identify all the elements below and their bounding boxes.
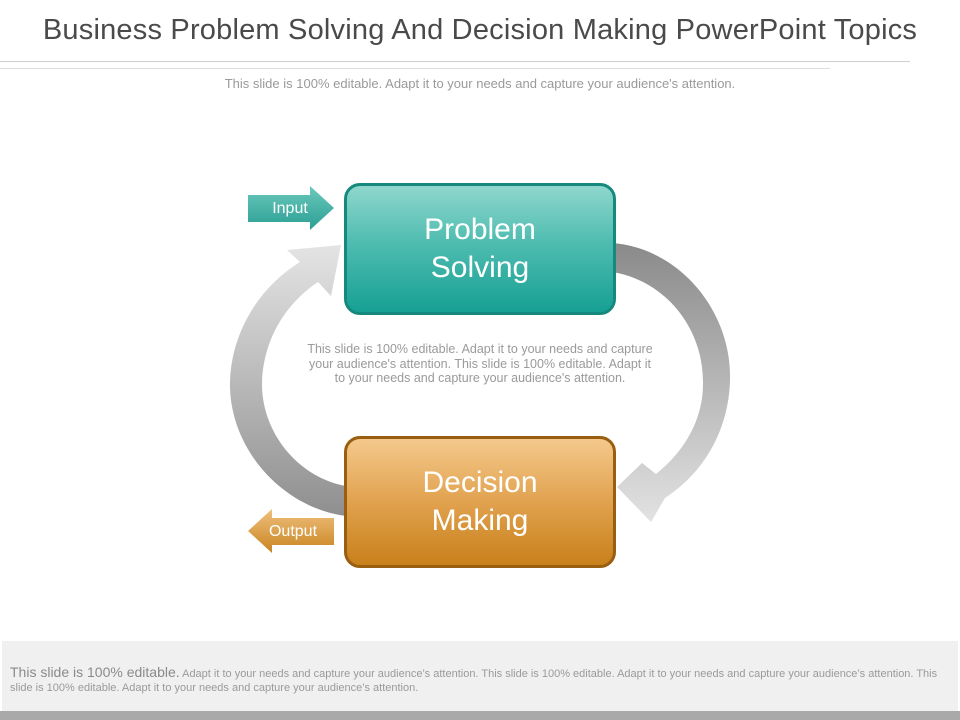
input-arrow: [248, 186, 334, 230]
footer-text: This slide is 100% editable. Adapt it to…: [10, 665, 940, 695]
footer-body: Adapt it to your needs and capture your …: [10, 668, 938, 694]
title-divider: [0, 61, 910, 62]
title-divider-secondary: [0, 68, 830, 69]
footer-panel: This slide is 100% editable. Adapt it to…: [2, 641, 958, 711]
slide-title: Business Problem Solving And Decision Ma…: [42, 14, 918, 46]
center-description: This slide is 100% editable. Adapt it to…: [307, 342, 653, 385]
bottom-bar: [0, 711, 960, 720]
cycle-arrow-right: [612, 243, 731, 522]
slide-subtitle: This slide is 100% editable. Adapt it to…: [224, 76, 736, 91]
problem-solving-label: Problem Solving: [424, 213, 536, 284]
decision-making-box: Decision Making: [344, 436, 616, 568]
output-arrow: [248, 509, 334, 553]
problem-solving-box: Problem Solving: [344, 183, 616, 315]
output-label: Output: [268, 523, 318, 540]
cycle-arrow-left: [229, 245, 346, 516]
footer-lead: This slide is 100% editable.: [10, 664, 180, 680]
input-label: Input: [272, 200, 308, 217]
decision-making-label: Decision Making: [422, 466, 538, 537]
